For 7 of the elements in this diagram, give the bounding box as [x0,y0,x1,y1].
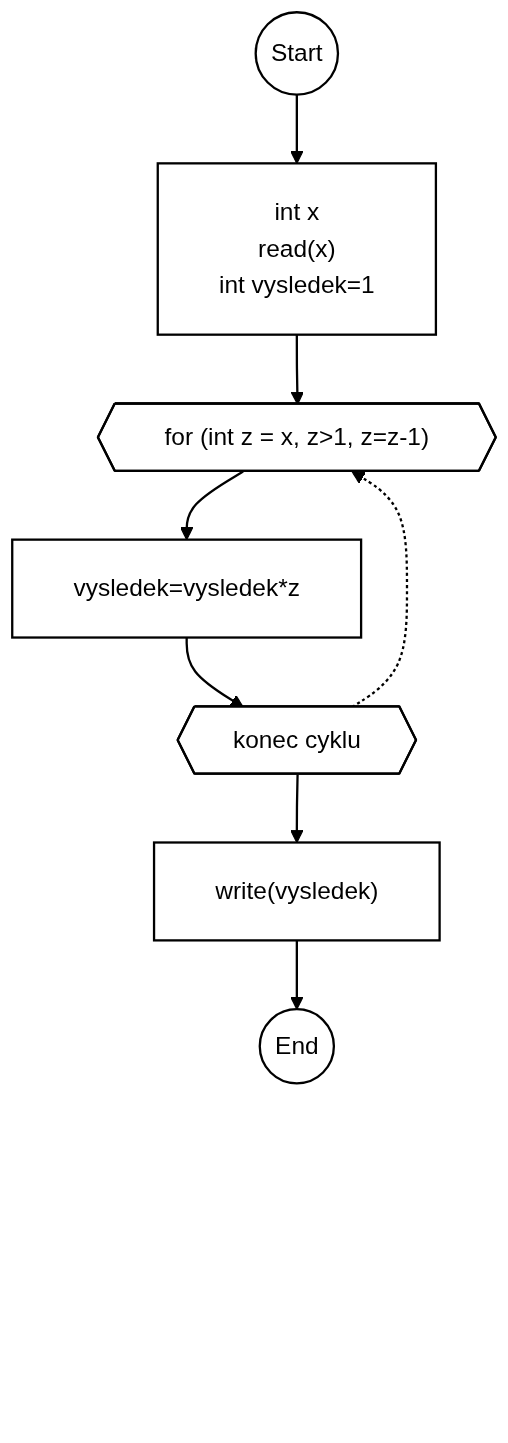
arrow [290,940,304,1010]
node-box: vysledek=vysledek*z [11,538,363,639]
arrow [290,94,304,164]
node-box: write(vysledek) [152,841,441,942]
node-circle: End [258,1008,336,1085]
node-box: int x read(x) int vysledek=1 [156,162,438,336]
node-circle: Start [254,11,340,96]
